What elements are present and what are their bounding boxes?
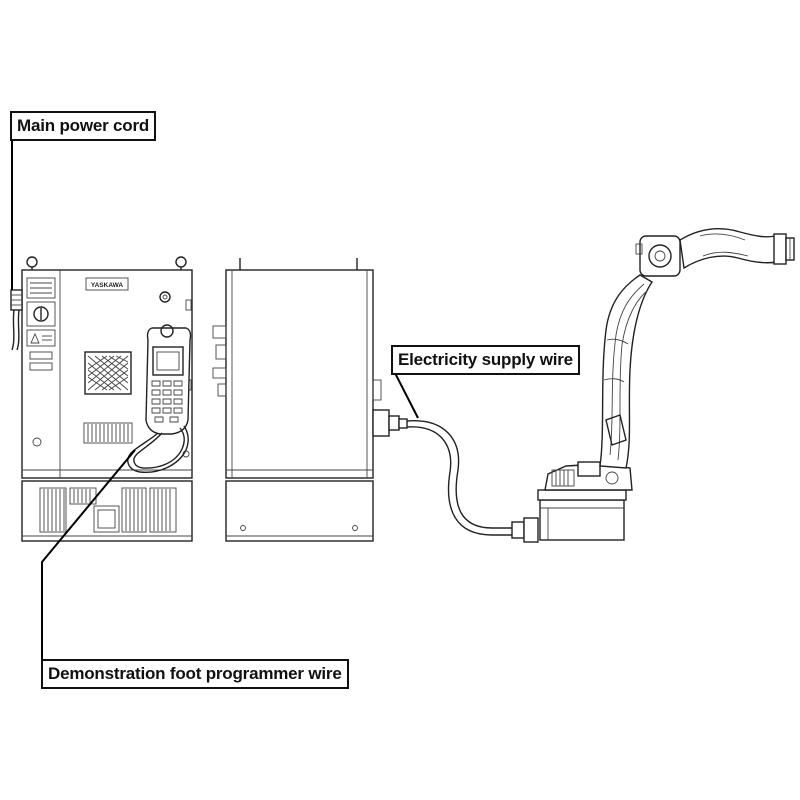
- robot-supply-cable: [406, 420, 539, 543]
- controller-front-view: YASKAWA: [10, 256, 193, 542]
- round-button-icon: [159, 291, 171, 303]
- base-vent: [39, 487, 177, 533]
- brand-mark: YASKAWA: [91, 282, 124, 289]
- label-electricity-supply-wire: Electricity supply wire: [391, 345, 580, 375]
- label-main-power-cord: Main power cord: [10, 111, 157, 141]
- robot-arm: [537, 228, 795, 541]
- main-breaker-icon: [33, 306, 49, 322]
- leader-lines: [11, 139, 419, 659]
- fan-grille: [84, 351, 132, 395]
- vent-slits: [83, 422, 133, 444]
- teach-pendant: [127, 324, 192, 473]
- pendant-screen: [152, 346, 184, 376]
- label-pendant-wire: Demonstration foot programmer wire: [41, 659, 349, 689]
- leader-electricity-supply-wire: [394, 372, 419, 419]
- leader-pendant-wire: [41, 449, 136, 659]
- controller-side-view: [212, 258, 408, 542]
